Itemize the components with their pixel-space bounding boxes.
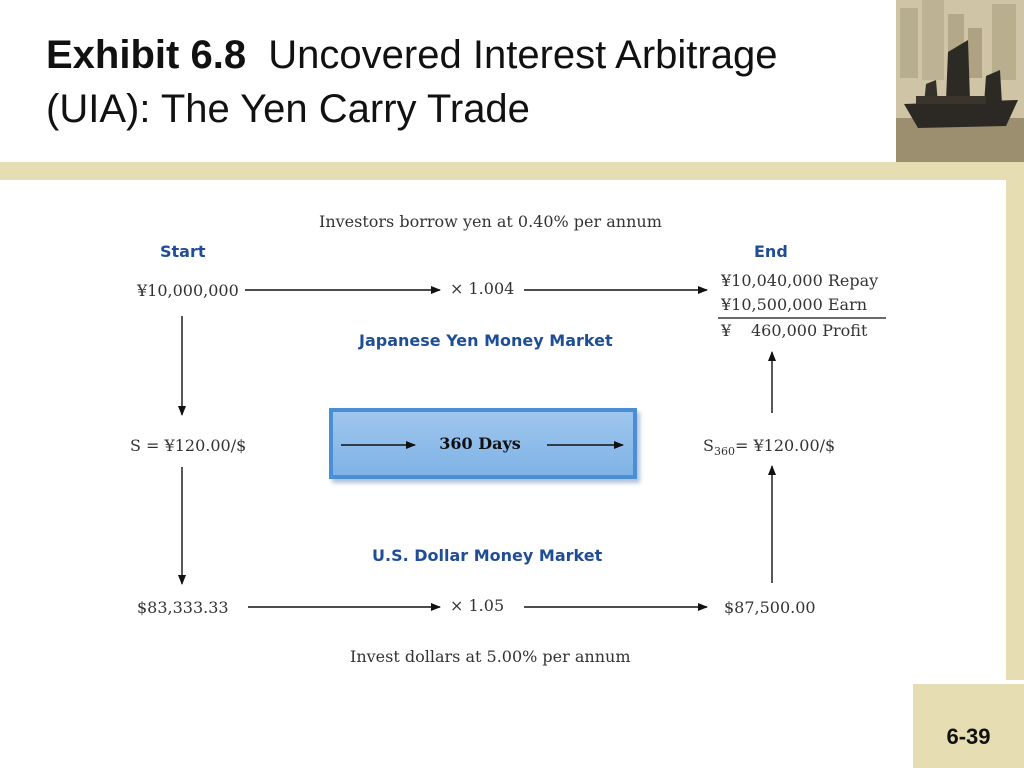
right-band [1006, 180, 1024, 680]
days-label: 360 Days [439, 434, 521, 453]
slide-title: Exhibit 6.8 Uncovered Interest Arbitrage… [46, 28, 896, 136]
earn-line: ¥10,500,000 Earn [721, 295, 868, 314]
header-band [0, 162, 1024, 180]
yen-money-market-label: Japanese Yen Money Market [359, 331, 613, 350]
profit-symbol: ¥ [721, 321, 732, 340]
future-rate-sub: 360 [713, 445, 735, 459]
start-label: Start [160, 242, 206, 261]
yen-multiplier: × 1.004 [450, 279, 515, 298]
junk-boat-photo [896, 0, 1024, 162]
usd-end-amount: $87,500.00 [724, 598, 816, 617]
usd-money-market-label: U.S. Dollar Money Market [372, 546, 603, 565]
repay-line: ¥10,040,000 Repay [721, 271, 879, 290]
profit-value: 460,000 Profit [751, 321, 868, 340]
days-box [329, 408, 637, 479]
future-rate-prefix: S [703, 436, 714, 455]
title-line1: Uncovered Interest Arbitrage [268, 33, 778, 77]
page-number: 6-39 [946, 724, 991, 749]
days-arrows [341, 441, 624, 449]
end-label: End [754, 242, 788, 261]
usd-multiplier: × 1.05 [450, 596, 505, 615]
page-corner [913, 684, 1024, 768]
future-rate-suffix: = ¥120.00/$ [734, 436, 836, 455]
spot-rate: S = ¥120.00/$ [130, 436, 247, 455]
top-caption: Investors borrow yen at 0.40% per annum [319, 212, 662, 231]
yen-start-amount: ¥10,000,000 [137, 281, 239, 300]
usd-start-amount: $83,333.33 [137, 598, 229, 617]
bottom-caption: Invest dollars at 5.00% per annum [350, 647, 631, 666]
title-line2: (UIA): The Yen Carry Trade [46, 87, 530, 131]
title-exhibit: Exhibit 6.8 [46, 33, 247, 77]
future-spot-rate: S360= ¥120.00/$ [703, 436, 835, 458]
junk-boat-image [896, 0, 1024, 162]
